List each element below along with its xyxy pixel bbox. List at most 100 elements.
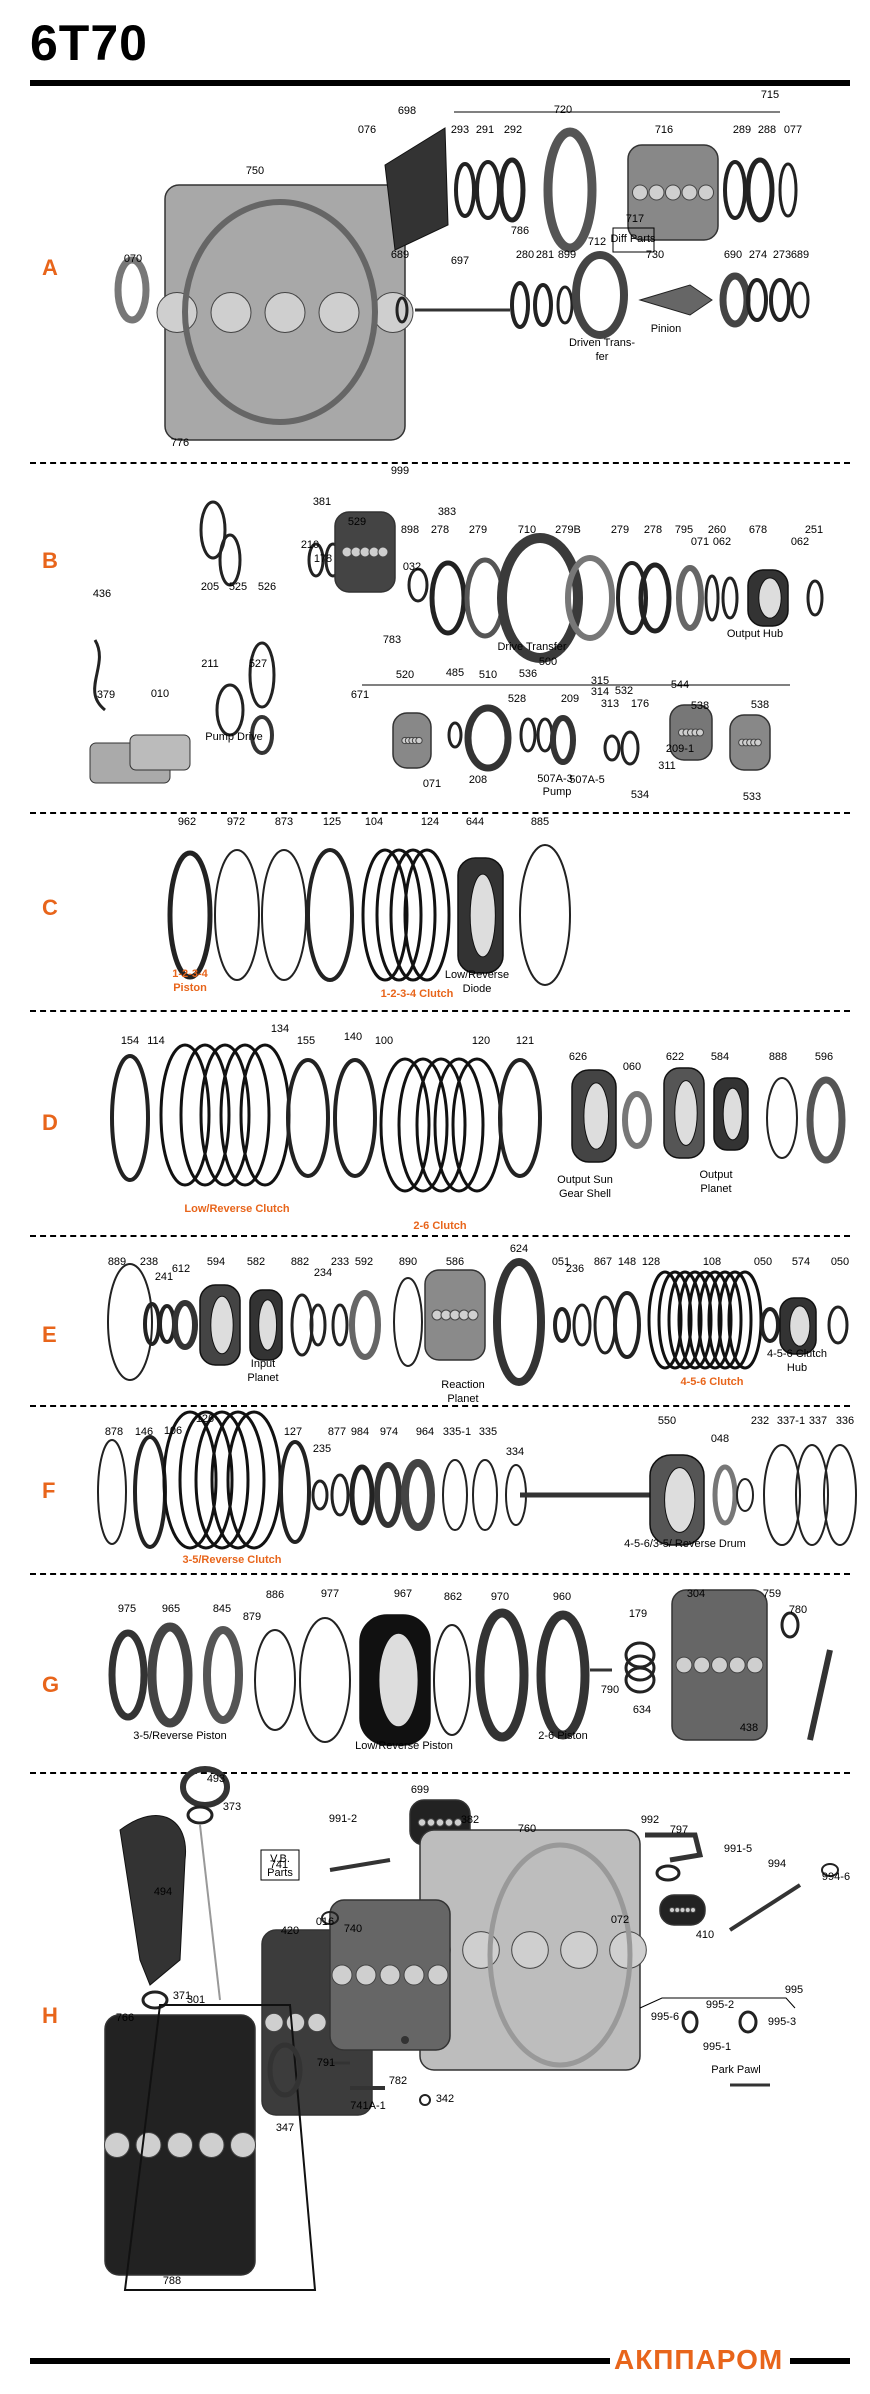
part-number-label: 730 bbox=[646, 249, 664, 261]
part-number-label: 890 bbox=[399, 1256, 417, 1268]
part-number-label: 335 bbox=[479, 1426, 497, 1438]
part-number-label: 072 bbox=[611, 1914, 629, 1926]
part-number-label: 612 bbox=[172, 1263, 190, 1275]
part-number-label: 278 bbox=[644, 524, 662, 536]
drum-bore bbox=[378, 1632, 419, 1728]
drum-bore bbox=[664, 1467, 696, 1533]
part-number-label: 373 bbox=[223, 1801, 241, 1813]
section-letter-c: C bbox=[42, 895, 58, 920]
housing-detail bbox=[426, 1818, 436, 1827]
harness-part bbox=[93, 639, 106, 712]
assembly-name-label: Piston bbox=[173, 982, 207, 994]
part-number-label: 060 bbox=[623, 1061, 641, 1073]
housing-detail bbox=[681, 184, 698, 201]
ring-part bbox=[374, 1462, 402, 1528]
ring-part bbox=[349, 1290, 381, 1360]
part-number-label: 741A-1 bbox=[350, 2100, 385, 2112]
part-number-label: 782 bbox=[389, 2075, 407, 2087]
drum-bore bbox=[583, 1082, 610, 1150]
assembly-name-label: 2-6 Clutch bbox=[413, 1220, 466, 1232]
ring-part bbox=[553, 1307, 571, 1343]
part-number-label: 715 bbox=[761, 89, 779, 101]
part-number-label: 016 bbox=[316, 1916, 334, 1928]
part-number-label: 071 bbox=[423, 778, 441, 790]
ring-part bbox=[769, 278, 791, 322]
part-number-label: 209 bbox=[561, 693, 579, 705]
housing-detail bbox=[711, 1656, 728, 1674]
part-number-label: 410 bbox=[696, 1929, 714, 1941]
section-divider-cd bbox=[30, 1010, 850, 1012]
ring-part bbox=[210, 1410, 266, 1550]
part-number-label: 510 bbox=[479, 669, 497, 681]
ring-part bbox=[681, 2010, 699, 2034]
ring-part bbox=[375, 848, 423, 982]
part-number-label: 634 bbox=[633, 1704, 651, 1716]
part-number-label: 438 bbox=[740, 1722, 758, 1734]
section-divider-bc bbox=[30, 812, 850, 814]
ring-part bbox=[215, 683, 245, 737]
part-caption: Parts bbox=[267, 1867, 293, 1879]
part-number-label: 766 bbox=[116, 2012, 134, 2024]
housing-detail bbox=[648, 184, 665, 201]
ring-part bbox=[172, 1300, 198, 1350]
ring-part bbox=[603, 734, 621, 762]
caption-box bbox=[612, 227, 655, 253]
ring-part bbox=[572, 1303, 592, 1347]
ring-part bbox=[219, 1043, 271, 1187]
part-number-label: 780 bbox=[789, 1604, 807, 1616]
housing-detail bbox=[379, 1964, 401, 1986]
part-number-label: 783 bbox=[383, 634, 401, 646]
ring-part bbox=[593, 1295, 617, 1355]
part-number-label: 342 bbox=[436, 2093, 454, 2105]
ring-part bbox=[616, 561, 648, 635]
part-number-label: 336 bbox=[836, 1415, 854, 1427]
housing-detail bbox=[264, 2012, 284, 2033]
ring-part bbox=[760, 1307, 780, 1343]
part-caption: Park Pawl bbox=[711, 2064, 761, 2076]
housing-detail bbox=[167, 2132, 193, 2158]
ring-part bbox=[162, 1410, 218, 1550]
part-number-label: 273 bbox=[773, 249, 791, 261]
ring-part bbox=[419, 2094, 431, 2106]
part-caption: Pump Drive bbox=[205, 731, 262, 743]
housing-detail bbox=[415, 736, 423, 745]
ring-part bbox=[179, 1043, 231, 1187]
part-number-label: 232 bbox=[751, 1415, 769, 1427]
part-caption: Reaction bbox=[441, 1379, 484, 1391]
part-number-label: 100 bbox=[375, 1035, 393, 1047]
part-number-label: 233 bbox=[331, 1256, 349, 1268]
ring-part bbox=[823, 1444, 857, 1546]
part-number-label: 077 bbox=[784, 124, 802, 136]
part-number-label: 062 bbox=[713, 536, 731, 548]
housing-detail bbox=[632, 184, 648, 201]
part-number-label: 436 bbox=[93, 588, 111, 600]
part-number-label: 235 bbox=[313, 1443, 331, 1455]
housing-detail bbox=[427, 1964, 449, 1986]
part-caption: Pump bbox=[543, 786, 572, 798]
part-number-label: 532 bbox=[615, 685, 633, 697]
ring-part bbox=[403, 848, 451, 982]
ring-part bbox=[203, 1626, 243, 1724]
section-letter-d: D bbox=[42, 1110, 58, 1135]
ring-part bbox=[475, 160, 501, 220]
ring-part bbox=[214, 849, 260, 981]
ring-part bbox=[407, 567, 429, 603]
ring-part bbox=[510, 281, 530, 329]
title-rule bbox=[30, 80, 850, 86]
part-number-label: 898 bbox=[401, 524, 419, 536]
part-number-label: 759 bbox=[763, 1588, 781, 1600]
ring-part bbox=[309, 1303, 327, 1347]
assembly-name-label: 3-5/Reverse Clutch bbox=[182, 1554, 281, 1566]
bracket-part bbox=[645, 1832, 704, 1863]
ring-part bbox=[290, 1293, 314, 1357]
housing-detail bbox=[693, 1656, 711, 1674]
housing-detail bbox=[674, 1907, 681, 1913]
ring-part bbox=[613, 1291, 641, 1359]
part-number-label: 146 bbox=[135, 1426, 153, 1438]
ring-part bbox=[638, 562, 672, 634]
part-number-label: 520 bbox=[396, 669, 414, 681]
ring-part bbox=[306, 848, 354, 982]
part-number-label: 291 bbox=[476, 124, 494, 136]
part-number-label: 335-1 bbox=[443, 1426, 471, 1438]
ring-part bbox=[429, 560, 467, 636]
